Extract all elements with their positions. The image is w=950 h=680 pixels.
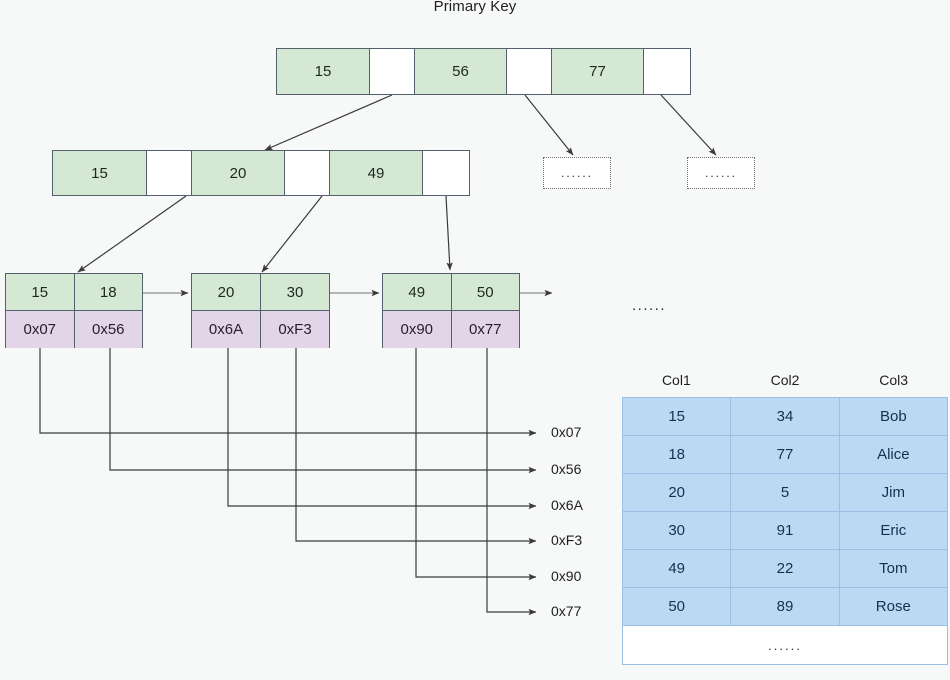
internal-key-cell-1: 15	[53, 151, 147, 195]
table-cell-col2: 89	[731, 588, 840, 626]
edge-ptr-0x07	[39, 347, 537, 437]
edge-internal-to-leaf-1	[77, 195, 187, 273]
table-cell-col1: 49	[623, 550, 732, 588]
edge-internal-to-leaf-2	[261, 195, 323, 273]
internal-key-cell-2: 20	[192, 151, 285, 195]
edge-ptr-0x77	[486, 347, 537, 616]
table-row: 30 91 Eric	[623, 512, 947, 550]
root-key-cell-2: 56	[415, 49, 507, 94]
leaf-2-pointer-row: 0x6A 0xF3	[192, 311, 329, 348]
table-more-ellipsis: ......	[623, 626, 947, 664]
table-cell-col3: Alice	[839, 436, 947, 474]
leaf-2-key-row: 20 30	[192, 274, 329, 311]
internal-pointer-cell-3	[423, 151, 469, 195]
internal-node: 15 20 49	[52, 150, 470, 196]
table-cell-col1: 30	[623, 512, 732, 550]
placeholder-box-2: ......	[687, 157, 755, 189]
address-label-0xF3: 0xF3	[551, 532, 583, 548]
table-cell-col2: 77	[731, 436, 840, 474]
internal-pointer-cell-2	[285, 151, 330, 195]
placeholder-box-1: ......	[543, 157, 611, 189]
table-cell-col3: Rose	[839, 588, 947, 626]
leaf-1-key-1: 15	[6, 274, 75, 310]
leaf-3-key-row: 49 50	[383, 274, 519, 311]
table-header-col1: Col1	[661, 372, 691, 388]
root-pointer-cell-2	[507, 49, 552, 94]
leaf-3-pointer-row: 0x90 0x77	[383, 311, 519, 348]
root-pointer-cell-3	[644, 49, 690, 94]
table-cell-col2: 5	[731, 474, 840, 512]
leaf-1-pointer-1: 0x07	[6, 311, 75, 348]
table-row: 18 77 Alice	[623, 436, 947, 474]
table-row: 49 22 Tom	[623, 550, 947, 588]
table-row: 15 34 Bob	[623, 398, 947, 436]
table-row-more: ......	[623, 626, 947, 664]
leaf-node-2: 20 30 0x6A 0xF3	[191, 273, 330, 348]
table-cell-col3: Bob	[839, 398, 947, 436]
address-label-0x56: 0x56	[551, 461, 582, 477]
table-header-col2: Col2	[770, 372, 800, 388]
edge-ptr-0x90	[415, 347, 537, 581]
leaf-level-ellipsis: ......	[632, 297, 667, 314]
table-cell-col2: 34	[731, 398, 840, 436]
table-cell-col3: Eric	[839, 512, 947, 550]
table-cell-col2: 91	[731, 512, 840, 550]
page-title: Primary Key	[433, 0, 517, 15]
address-label-0x77: 0x77	[551, 603, 582, 619]
edge-ptr-0x56	[109, 347, 537, 474]
address-label-0x07: 0x07	[551, 424, 582, 440]
leaf-1-pointer-2: 0x56	[74, 311, 142, 348]
address-label-0x6A: 0x6A	[551, 497, 583, 513]
leaf-1-pointer-row: 0x07 0x56	[6, 311, 142, 348]
leaf-3-pointer-1: 0x90	[383, 311, 452, 348]
table-column-headers: Col1 Col2 Col3	[622, 372, 948, 388]
leaf-2-key-2: 30	[261, 274, 329, 310]
table-cell-col1: 18	[623, 436, 732, 474]
leaf-3-pointer-2: 0x77	[451, 311, 519, 348]
root-node: 15 56 77	[276, 48, 691, 95]
edge-root-to-placeholder-1	[524, 94, 574, 156]
table-row: 50 89 Rose	[623, 588, 947, 626]
leaf-2-pointer-1: 0x6A	[192, 311, 261, 348]
leaf-1-key-row: 15 18	[6, 274, 142, 311]
edge-internal-to-leaf-3	[445, 195, 453, 271]
table-cell-col1: 50	[623, 588, 732, 626]
table-cell-col1: 15	[623, 398, 732, 436]
edge-ptr-0x6A	[227, 347, 537, 510]
table-cell-col3: Jim	[839, 474, 947, 512]
table-cell-col3: Tom	[839, 550, 947, 588]
data-table: 15 34 Bob 18 77 Alice 20 5 Jim 30 91 Eri…	[622, 397, 948, 665]
leaf-1-key-2: 18	[74, 274, 142, 310]
leaf-3-key-1: 49	[383, 274, 452, 310]
edge-root-to-internal	[264, 94, 393, 151]
leaf-2-pointer-2: 0xF3	[261, 311, 329, 348]
leaf-2-key-1: 20	[192, 274, 261, 310]
root-pointer-cell-1	[370, 49, 415, 94]
root-key-cell-1: 15	[277, 49, 370, 94]
internal-pointer-cell-1	[147, 151, 192, 195]
edge-ptr-0xF3	[295, 347, 537, 545]
table-cell-col2: 22	[731, 550, 840, 588]
leaf-node-3: 49 50 0x90 0x77	[382, 273, 520, 348]
internal-key-cell-3: 49	[330, 151, 423, 195]
table-header-col3: Col3	[879, 372, 909, 388]
table-row: 20 5 Jim	[623, 474, 947, 512]
table-cell-col1: 20	[623, 474, 732, 512]
root-key-cell-3: 77	[552, 49, 644, 94]
leaf-3-key-2: 50	[451, 274, 519, 310]
edge-root-to-placeholder-2	[660, 94, 717, 156]
address-label-0x90: 0x90	[551, 568, 582, 584]
leaf-node-1: 15 18 0x07 0x56	[5, 273, 143, 348]
